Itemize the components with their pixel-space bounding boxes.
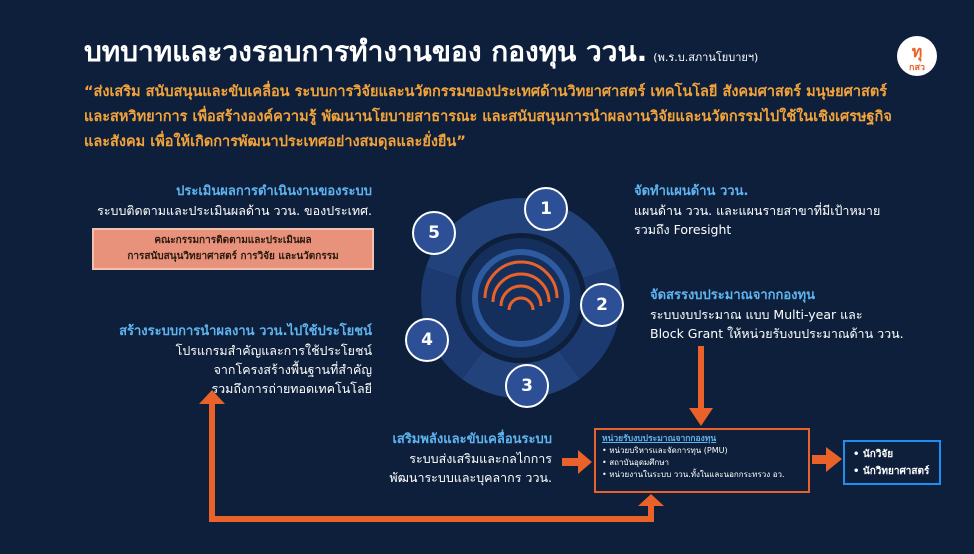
cycle-segment	[426, 198, 521, 278]
committee-line: คณะกรรมการติดตามและประเมินผล	[154, 235, 312, 246]
cycle-number-4: 4	[405, 318, 449, 362]
step3-line: ระบบส่งเสริมและกลไกการ	[409, 451, 552, 466]
step2-line: ระบบงบประมาณ แบบ Multi-year และ	[650, 307, 863, 322]
logo: ทุ กสว	[897, 36, 937, 76]
feedback-up-head	[638, 494, 664, 506]
cycle-number-5: 5	[412, 211, 456, 255]
page-title: บทบาทและวงรอบการทำงานของ กองทุน ววน. (พ.ร…	[84, 30, 758, 74]
cycle-arc	[507, 296, 535, 311]
step4-header: สร้างระบบการนำผลงาน ววน.ไปใช้ประโยชน์	[119, 324, 372, 339]
step3-block: เสริมพลังและขับเคลื่อนระบบ ระบบส่งเสริมแ…	[330, 428, 552, 487]
step3-line: พัฒนาระบบและบุคลากร ววน.	[389, 470, 552, 485]
fund-box-title: หน่วยรับงบประมาณจากกองทุน	[602, 434, 717, 444]
cycle-number-1: 1	[524, 187, 568, 231]
arrow-down-shaft	[698, 346, 704, 410]
arrow-out-head	[826, 447, 842, 472]
step1-block: จัดทำแผนด้าน ววน. แผนด้าน ววน. และแผนราย…	[634, 180, 954, 239]
step4-line: รวมถึงการถ่ายทอดเทคโนโลยี	[211, 381, 372, 396]
logo-top-text: ทุ	[911, 42, 923, 61]
cycle-number-2: 2	[580, 283, 624, 327]
feedback-line	[209, 402, 215, 522]
logo-bottom-text: กสว	[909, 63, 925, 73]
fund-box-item: • หน่วยงานในระบบ ววน.ทั้งในและนอกกระทรวง…	[602, 470, 785, 479]
step3-header: เสริมพลังและขับเคลื่อนระบบ	[392, 432, 552, 447]
step1-header: จัดทำแผนด้าน ววน.	[634, 184, 749, 199]
cycle-arc	[491, 272, 551, 303]
step1-line: รวมถึง Foresight	[634, 222, 732, 237]
committee-box: คณะกรรมการติดตามและประเมินผล การสนับสนุน…	[92, 228, 374, 270]
title-note: (พ.ร.บ.สภานโยบายฯ)	[653, 51, 759, 64]
arrow-right-shaft	[562, 458, 580, 466]
output-box: • นักวิจัย • นักวิทยาศาสตร์	[843, 440, 941, 485]
fund-box-item: • สถาบันอุดมศึกษา	[602, 458, 669, 467]
step2-header: จัดสรรงบประมาณจากกองทุน	[650, 288, 815, 303]
step5-block: ประเมินผลการดำเนินงานของระบบ ระบบติดตามแ…	[40, 180, 372, 220]
feedback-up-head	[199, 390, 225, 404]
cycle-number-3: 3	[505, 364, 549, 408]
arrow-down-head	[689, 408, 713, 426]
cycle-arc	[499, 284, 543, 307]
step2-block: จัดสรรงบประมาณจากกองทุน ระบบงบประมาณ แบบ…	[650, 284, 964, 343]
committee-line: การสนับสนุนวิทยาศาสตร์ การวิจัย และนวัตก…	[127, 251, 339, 262]
fund-recipients-box: หน่วยรับงบประมาณจากกองทุน • หน่วยบริหารแ…	[594, 428, 810, 493]
step2-line: Block Grant ให้หน่วยรับงบประมาณด้าน ววน.	[650, 326, 904, 341]
step4-block: สร้างระบบการนำผลงาน ววน.ไปใช้ประโยชน์ โป…	[40, 320, 372, 398]
output-item: • นักวิทยาศาสตร์	[853, 466, 930, 477]
step4-line: โปรแกรมสำคัญและการใช้ประโยชน์	[175, 343, 372, 358]
title-text: บทบาทและวงรอบการทำงานของ กองทุน ววน.	[84, 35, 648, 68]
output-item: • นักวิจัย	[853, 449, 894, 460]
fund-box-item: • หน่วยบริหารและจัดการทุน (PMU)	[602, 446, 728, 455]
step5-header: ประเมินผลการดำเนินงานของระบบ	[176, 184, 372, 199]
arrow-out-shaft	[812, 455, 828, 464]
feedback-line	[648, 504, 654, 522]
step5-line: ระบบติดตามและประเมินผลด้าน ววน. ของประเท…	[97, 203, 372, 218]
cycle-arc	[483, 260, 559, 299]
cycle-ring	[472, 249, 570, 347]
feedback-line	[209, 516, 654, 522]
mission-statement: “ส่งเสริม สนับสนุนและขับเคลื่อน ระบบการว…	[84, 84, 892, 150]
arrow-right-head	[578, 450, 592, 474]
step1-line: แผนด้าน ววน. และแผนรายสาขาที่มีเป้าหมาย	[634, 203, 881, 218]
step4-line: จากโครงสร้างพื้นฐานที่สำคัญ	[213, 362, 372, 377]
